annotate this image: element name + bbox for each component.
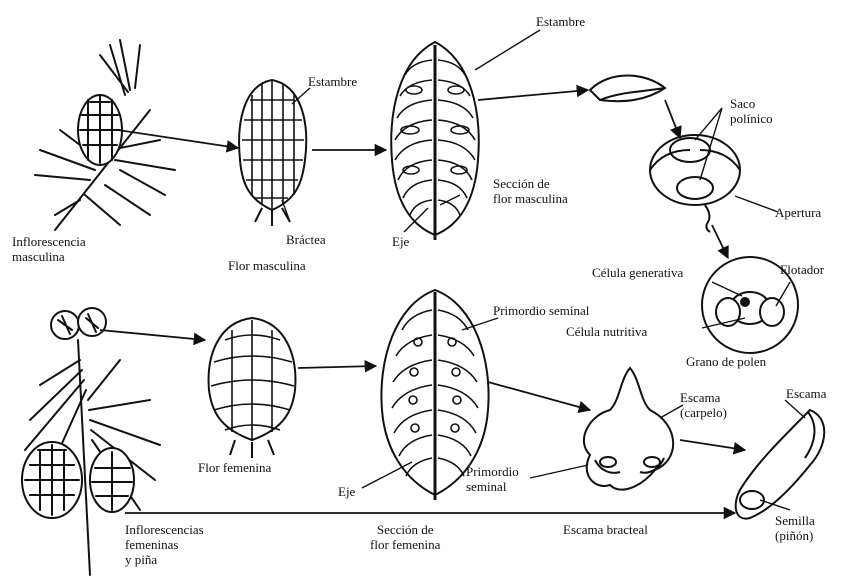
label-inflorescencias-femeninas: Inflorescencias femeninas y piña	[125, 522, 204, 567]
label-flor-femenina: Flor femenina	[198, 460, 271, 475]
pollen-sac-illustration	[650, 135, 740, 232]
label-flor-masculina: Flor masculina	[228, 258, 306, 273]
label-eje-top: Eje	[392, 234, 409, 249]
label-escama-bracteal: Escama bracteal	[563, 522, 648, 537]
label-primordio-seminal-top: Primordio seminal	[493, 303, 589, 318]
label-apertura: Apertura	[775, 205, 821, 220]
male-flower-illustration	[239, 80, 306, 226]
seed-illustration	[736, 410, 825, 519]
label-celula-nutritiva: Célula nutritiva	[566, 324, 647, 339]
label-seccion-flor-masculina: Sección de flor masculina	[493, 176, 568, 206]
label-grano-de-polen: Grano de polen	[686, 354, 766, 369]
label-flotador: Flotador	[780, 262, 824, 277]
scale-carpel-illustration	[584, 368, 673, 490]
label-saco-polinico: Saco polínico	[730, 96, 773, 126]
female-flower-illustration	[209, 318, 296, 458]
label-inflorescencia-masculina: Inflorescencia masculina	[12, 234, 86, 264]
label-primordio-seminal-bottom: Primordio seminal	[466, 464, 519, 494]
label-semilla: Semilla (piñón)	[775, 513, 815, 543]
label-celula-generativa: Célula generativa	[592, 265, 683, 280]
stamen-illustration	[590, 76, 665, 102]
label-seccion-flor-femenina: Sección de flor femenina	[370, 522, 440, 552]
label-escama-carpelo: Escama (carpelo)	[680, 390, 727, 420]
label-eje-bottom: Eje	[338, 484, 355, 499]
label-bractea: Bráctea	[286, 232, 326, 247]
label-escama-right: Escama	[786, 386, 826, 401]
label-estambre-flor: Estambre	[308, 74, 357, 89]
label-estambre-top: Estambre	[536, 14, 585, 29]
male-flower-section-illustration	[391, 42, 478, 240]
